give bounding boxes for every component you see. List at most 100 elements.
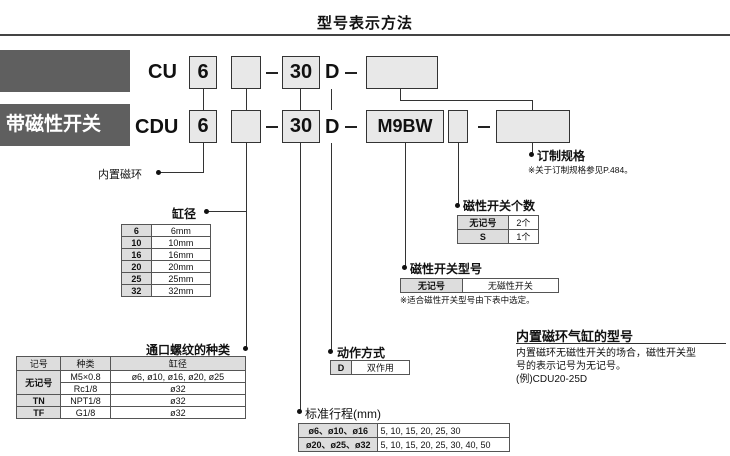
port-header: 种类 — [60, 356, 111, 371]
row2-action-d: D — [325, 116, 340, 138]
bore-code: 25 — [121, 272, 152, 285]
connector — [203, 143, 204, 173]
row2-count-box — [448, 110, 468, 143]
model-value: 无磁性开关 — [461, 278, 560, 293]
port-bore: ø32 — [109, 382, 247, 395]
stroke-bore: ø6、ø10、ø16 — [297, 423, 379, 438]
port-bore: ø6, ø10, ø16, ø20, ø25 — [109, 370, 247, 383]
custom-dot — [529, 152, 534, 157]
connector — [331, 143, 332, 351]
row2-dash3 — [478, 126, 490, 128]
grey-bar-row1 — [0, 50, 130, 92]
stroke-values: 5, 10, 15, 20, 25, 30 — [377, 423, 510, 438]
port-dot — [243, 346, 248, 351]
connector — [246, 89, 247, 110]
bore-code: 6 — [121, 224, 152, 237]
side-title: 内置磁环气缸的型号 — [516, 329, 634, 344]
count-code: S — [457, 229, 509, 244]
stroke-label: 标准行程(mm) — [305, 407, 381, 421]
connector — [400, 100, 532, 101]
model-prefix-cu: CU — [148, 61, 177, 83]
stroke-dot — [297, 409, 302, 414]
port-label: 通口螺纹的种类 — [146, 343, 231, 357]
side-line1: 内置磁环无磁性开关的场合，磁性开关型 — [516, 348, 696, 359]
side-rule — [516, 343, 726, 344]
port-type: G1/8 — [60, 406, 111, 419]
row1-magnet-box — [231, 56, 261, 89]
switch-model-note: ※适合磁性开关型号由下表中选定。 — [400, 295, 535, 305]
row1-custom-box — [366, 56, 438, 89]
port-header: 记号 — [15, 356, 62, 371]
switch-count-label: 磁性开关个数 — [463, 199, 536, 213]
count-dot — [455, 203, 460, 208]
action-value: 双作用 — [350, 360, 411, 375]
connector — [532, 143, 533, 155]
connector — [160, 172, 204, 173]
bore-value: 16mm — [150, 248, 212, 261]
bore-value: 25mm — [150, 272, 212, 285]
with-switch-label: 带磁性开关 — [0, 104, 130, 146]
custom-note: ※关于订制规格参见P.484。 — [528, 165, 633, 175]
connector — [203, 89, 204, 110]
row2-stroke-box: 30 — [282, 110, 320, 143]
row1-stroke-box: 30 — [282, 56, 320, 89]
stroke-bore: ø20、ø25、ø32 — [297, 437, 379, 452]
port-code: 无记号 — [15, 370, 62, 395]
model-dot — [402, 265, 407, 270]
bore-code: 16 — [121, 248, 152, 261]
row2-bore-box: 6 — [189, 110, 217, 143]
port-bore: ø32 — [109, 406, 247, 419]
port-code: TN — [15, 394, 62, 407]
connector — [300, 89, 301, 110]
magnet-dot — [156, 170, 161, 175]
row1-dash1 — [266, 72, 278, 74]
port-type: Rc1/8 — [60, 382, 111, 395]
custom-label: 订制规格 — [537, 149, 586, 163]
connector — [532, 100, 533, 110]
row2-custom-box — [496, 110, 570, 143]
row2-magnet-box — [231, 110, 261, 143]
port-code: TF — [15, 406, 62, 419]
action-dot — [328, 349, 333, 354]
connector — [246, 143, 247, 211]
bore-code: 32 — [121, 284, 152, 297]
bore-value: 10mm — [150, 236, 212, 249]
row1-action-d: D — [325, 61, 340, 83]
model-code: 无记号 — [400, 278, 463, 293]
count-value: 1个 — [507, 229, 540, 244]
page-title: 型号表示方法 — [316, 15, 413, 32]
row2-dash2 — [345, 126, 357, 128]
bore-value: 6mm — [150, 224, 212, 237]
title-rule — [0, 34, 730, 36]
row2-switch-box: M9BW — [366, 110, 444, 143]
port-type: NPT1/8 — [60, 394, 111, 407]
port-bore: ø32 — [109, 394, 247, 407]
bore-label: 缸径 — [172, 207, 197, 221]
bore-dot — [204, 209, 209, 214]
bore-value: 32mm — [150, 284, 212, 297]
port-type: M5×0.8 — [60, 370, 111, 383]
connector — [331, 89, 332, 110]
connector — [458, 143, 459, 205]
connector — [300, 143, 301, 411]
row1-bore-box: 6 — [189, 56, 217, 89]
table-row: 记号种类缸径 — [15, 356, 247, 371]
action-code: D — [330, 360, 352, 375]
port-header: 缸径 — [109, 356, 247, 371]
stroke-values: 5, 10, 15, 20, 25, 30, 40, 50 — [377, 437, 510, 452]
bore-code: 20 — [121, 260, 152, 273]
side-line3: (例)CDU20-25D — [516, 374, 588, 385]
